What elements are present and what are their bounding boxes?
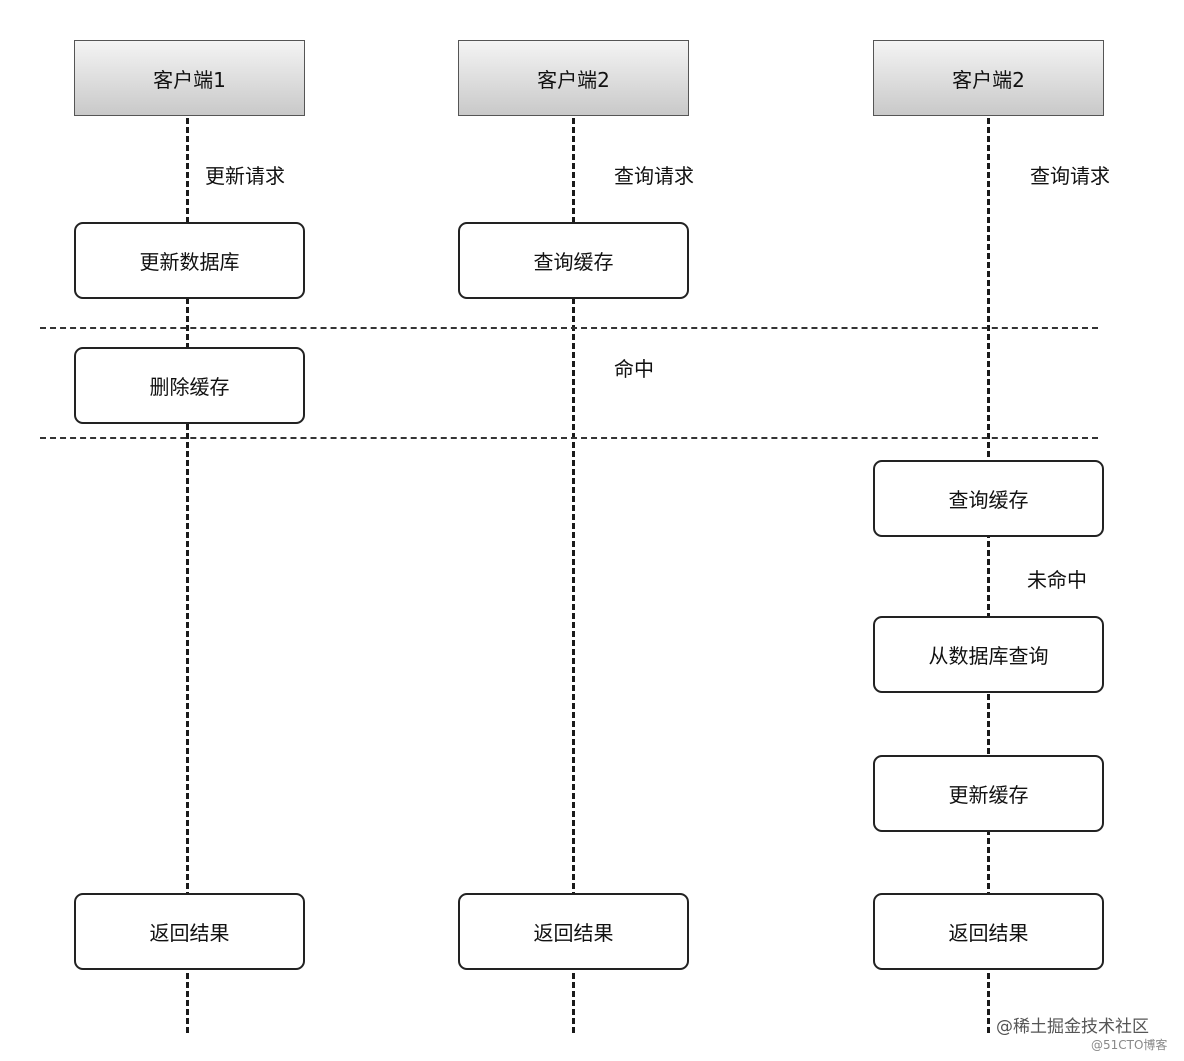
step-label: 返回结果 — [533, 921, 614, 945]
actor-client1: 客户端1 — [74, 40, 305, 116]
actor-client2-label: 客户端2 — [537, 67, 610, 92]
actor-client3: 客户端2 — [873, 40, 1104, 116]
step-client1-return-result: 返回结果 — [74, 893, 305, 970]
watermark-juejin: @稀土掘金技术社区 — [996, 1017, 1149, 1037]
message-query-request-client2: 查询请求 — [612, 160, 696, 189]
step-client2-query-cache: 查询缓存 — [458, 222, 689, 299]
step-client3-return-result: 返回结果 — [873, 893, 1104, 970]
step-client2-return-result: 返回结果 — [458, 893, 689, 970]
step-label: 删除缓存 — [149, 375, 230, 399]
message-cache-miss: 未命中 — [1025, 564, 1089, 593]
actor-client2: 客户端2 — [458, 40, 689, 116]
lifeline-client3 — [987, 118, 990, 1033]
message-query-request-client3: 查询请求 — [1028, 160, 1112, 189]
step-client3-query-database: 从数据库查询 — [873, 616, 1104, 693]
step-client3-query-cache: 查询缓存 — [873, 460, 1104, 537]
step-client1-update-database: 更新数据库 — [74, 222, 305, 299]
step-label: 更新缓存 — [948, 783, 1029, 807]
step-label: 查询缓存 — [533, 250, 614, 274]
lifeline-client2 — [572, 118, 575, 1033]
message-cache-hit: 命中 — [612, 353, 656, 382]
step-label: 更新数据库 — [139, 250, 240, 274]
step-label: 返回结果 — [149, 921, 230, 945]
actor-client3-label: 客户端2 — [952, 67, 1025, 92]
actor-client1-label: 客户端1 — [153, 67, 226, 92]
lifeline-client1 — [186, 118, 189, 1033]
phase-separator-bottom — [40, 437, 1098, 439]
step-label: 返回结果 — [948, 921, 1029, 945]
step-label: 从数据库查询 — [928, 644, 1049, 668]
step-label: 查询缓存 — [948, 488, 1029, 512]
watermark-51cto: @51CTO博客 — [1091, 1038, 1168, 1052]
message-update-request: 更新请求 — [203, 160, 287, 189]
step-client1-delete-cache: 删除缓存 — [74, 347, 305, 424]
phase-separator-top — [40, 327, 1098, 329]
step-client3-update-cache: 更新缓存 — [873, 755, 1104, 832]
